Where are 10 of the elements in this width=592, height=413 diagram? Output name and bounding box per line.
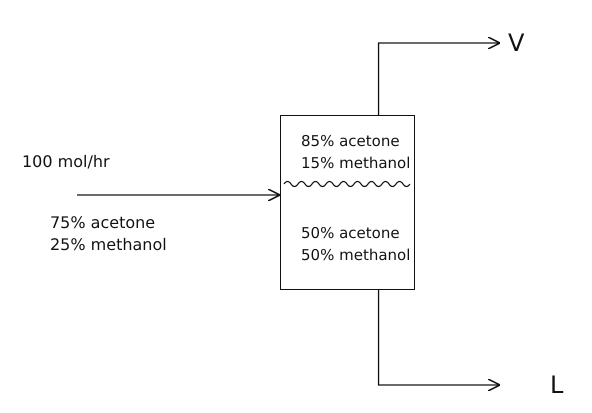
stream-arrow [77, 188, 281, 202]
stream-label: L [550, 372, 574, 398]
stream-label: V [508, 30, 532, 56]
composition-text: 50% acetone 50% methanol [301, 223, 411, 266]
composition-text: 85% acetone 15% methanol [301, 131, 411, 174]
stream-arrow [378, 290, 501, 392]
flash-drum [280, 115, 415, 290]
flow-rate-label: 100 mol/hr [22, 151, 110, 173]
feed-composition: 75% acetone 25% methanol [50, 212, 168, 256]
stream-arrow [378, 36, 501, 115]
